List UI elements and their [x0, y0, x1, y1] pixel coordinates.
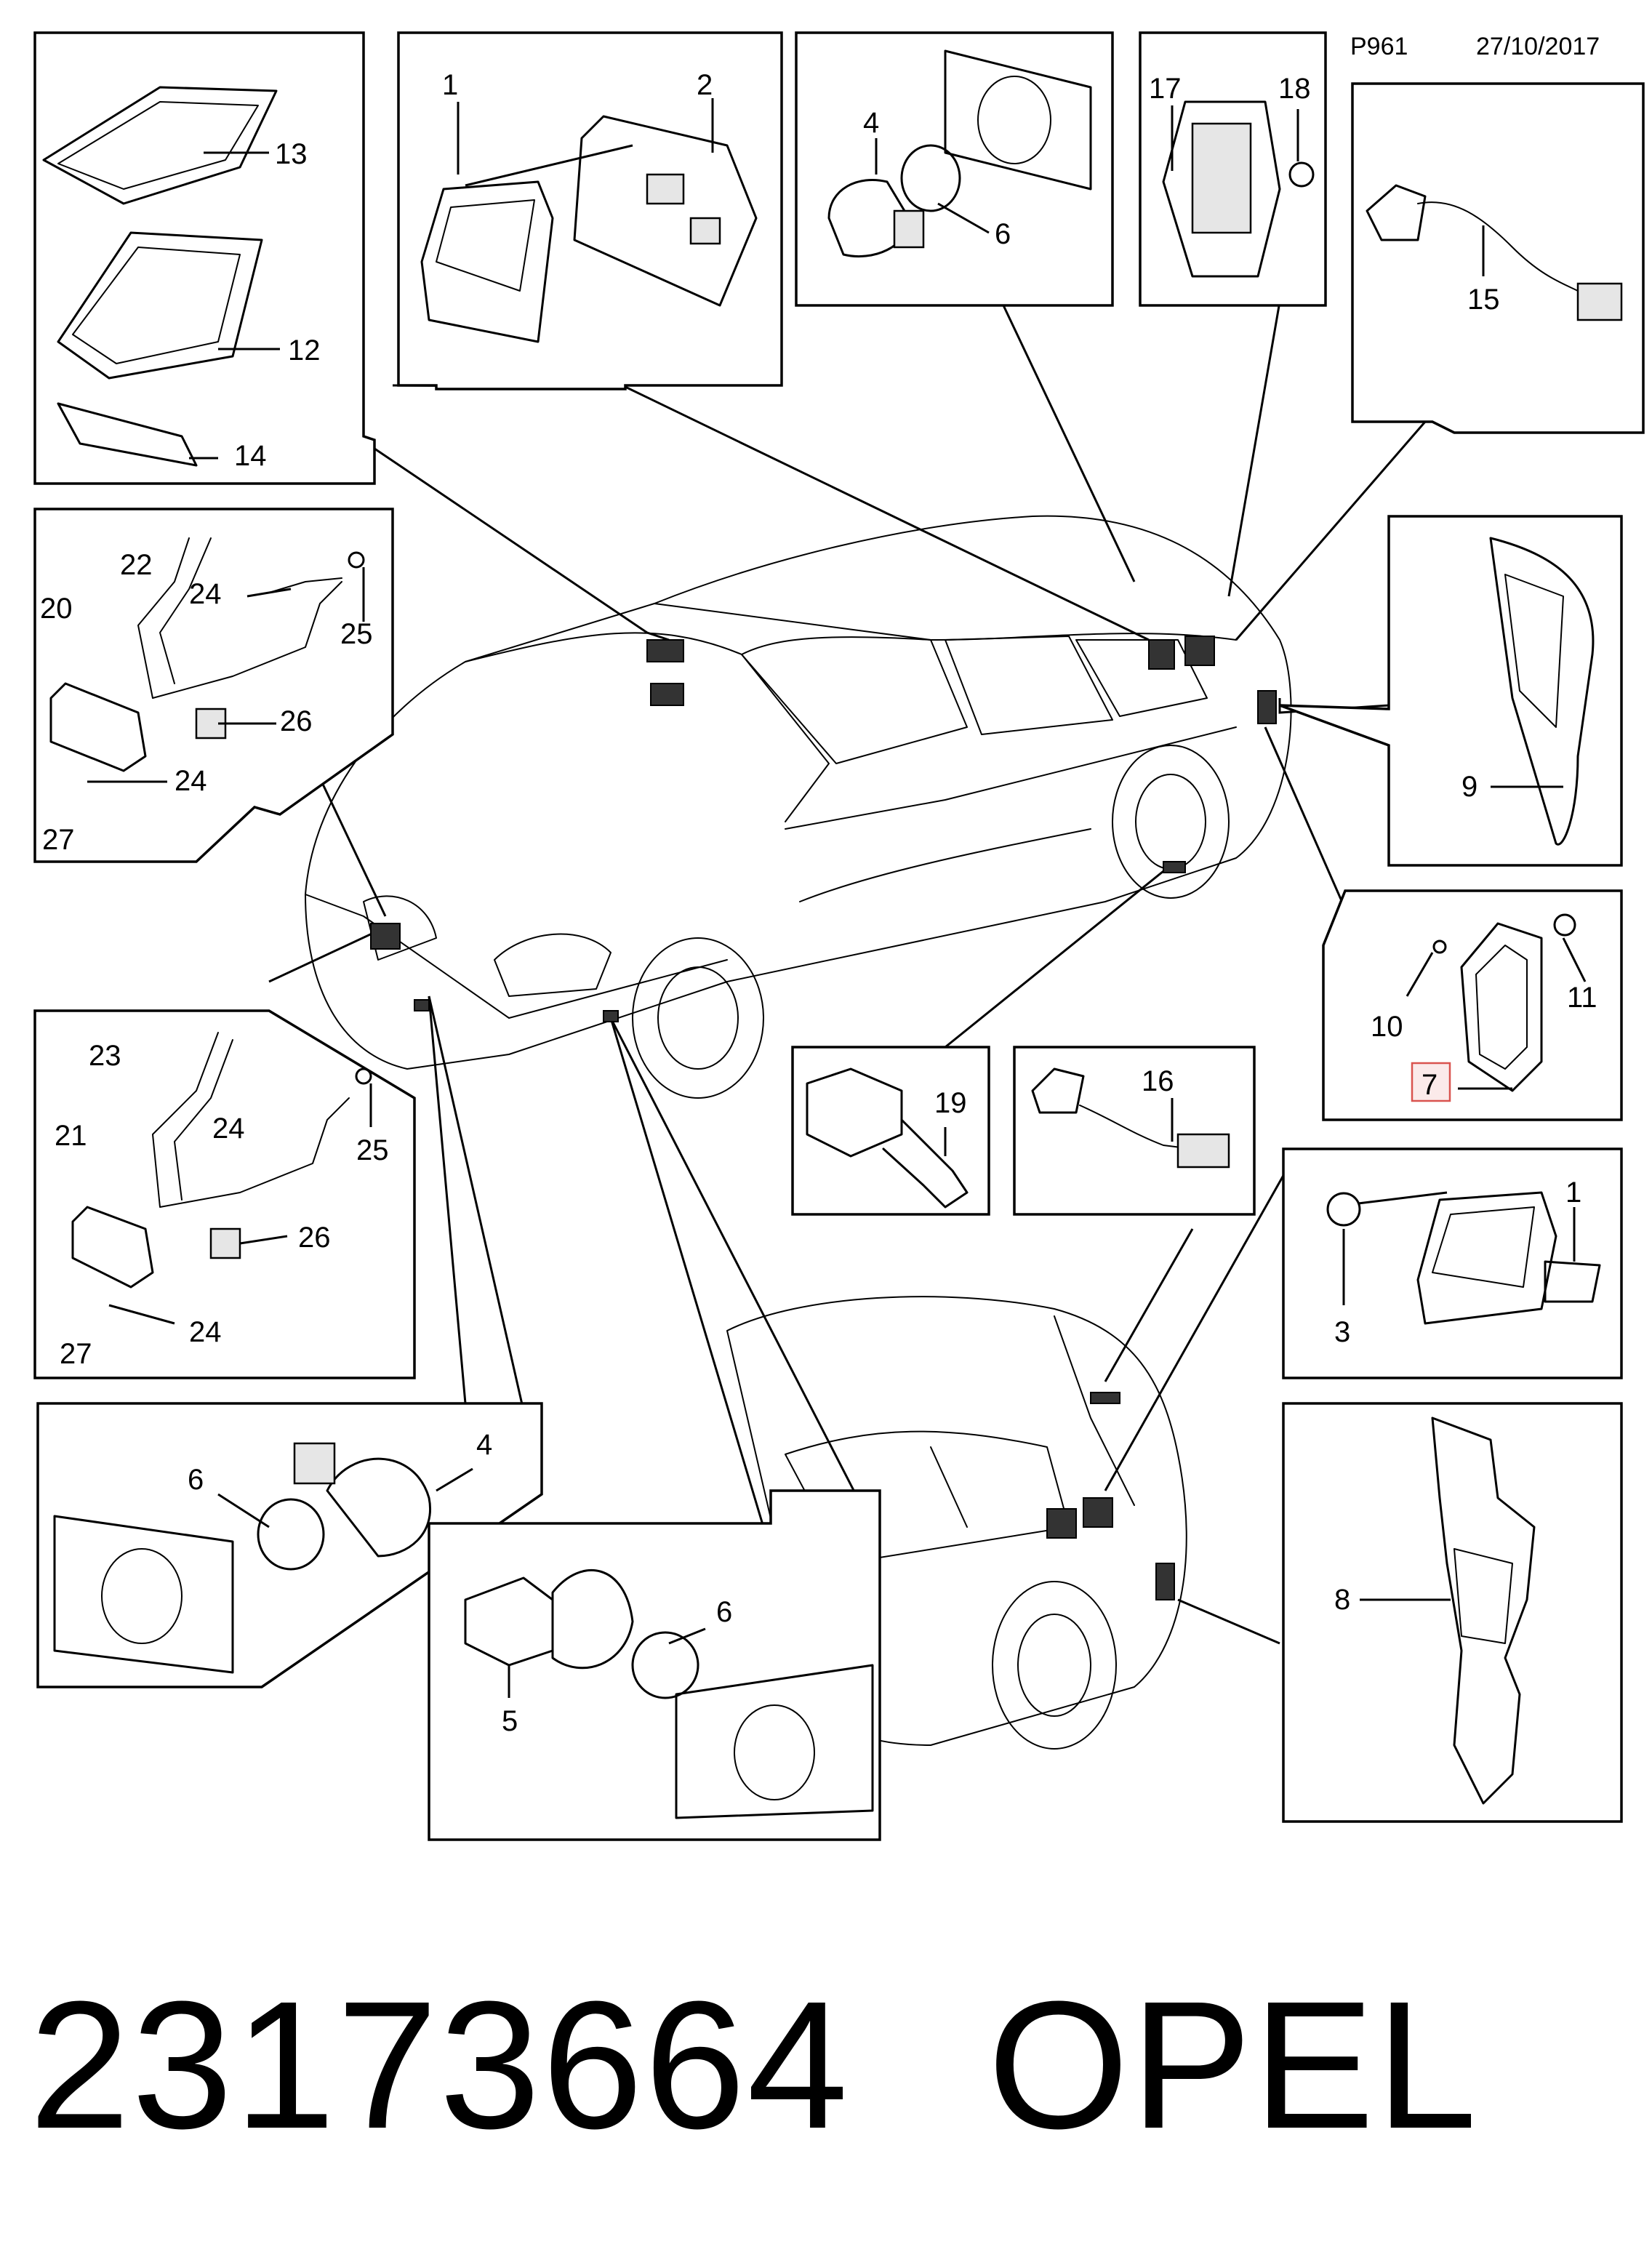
- panel-cable-16: 16: [1013, 1046, 1256, 1216]
- callout-1-right: 1: [1565, 1177, 1581, 1209]
- front-car-outline: [305, 515, 1292, 1099]
- panel-display-unit: 13 12 14: [33, 31, 376, 485]
- callout-21: 21: [55, 1120, 87, 1152]
- panel-radar-bracket-lower: 23 24 25 21 26 24 27: [33, 1009, 416, 1379]
- callout-15: 15: [1467, 284, 1500, 316]
- callout-1-top: 1: [442, 69, 458, 101]
- panel-cable-15: 15: [1351, 82, 1645, 434]
- callout-10: 10: [1371, 1011, 1403, 1043]
- callout-25-a: 25: [340, 618, 373, 650]
- callout-20: 20: [40, 593, 73, 625]
- panel-cover-8: 8: [1282, 1402, 1623, 1823]
- panel-parking-sensor-left: 6 4: [36, 1402, 543, 1688]
- callout-6-top: 6: [995, 218, 1011, 250]
- panel-module-1-3: 1 3: [1282, 1147, 1623, 1379]
- callout-6-bottom: 6: [716, 1596, 732, 1628]
- part-number: 23173664: [29, 1963, 850, 2166]
- panel-control-module: 1 2: [397, 31, 783, 390]
- callout-19: 19: [934, 1087, 967, 1119]
- callout-24-d: 24: [189, 1316, 222, 1348]
- callout-5: 5: [502, 1705, 518, 1737]
- page-code: P961: [1350, 33, 1408, 60]
- footer-part-label: 23173664 OPEL: [29, 1963, 1629, 2167]
- callout-27-a: 27: [42, 824, 75, 856]
- callout-22: 22: [120, 549, 153, 581]
- callout-24-c: 24: [212, 1113, 245, 1145]
- callout-16: 16: [1142, 1065, 1174, 1097]
- brand-name: OPEL: [987, 1963, 1479, 2166]
- callout-4-left: 4: [476, 1429, 492, 1461]
- panel-radar-bracket-upper: 22 24 25 20 26 24 27: [33, 508, 394, 863]
- callout-2: 2: [697, 69, 713, 101]
- callout-23: 23: [89, 1040, 121, 1072]
- panel-parking-sensor-bottom: 5 6: [428, 1489, 881, 1841]
- callout-6-left: 6: [188, 1464, 204, 1496]
- panel-cover-9: 9: [1279, 515, 1623, 867]
- callout-3: 3: [1334, 1316, 1350, 1348]
- callout-25-b: 25: [356, 1134, 389, 1166]
- callout-7-highlighted[interactable]: 7: [1422, 1069, 1438, 1101]
- diagram-date: 27/10/2017: [1476, 33, 1600, 60]
- panel-tpms-sensor-19: 19: [791, 1046, 990, 1216]
- callout-18: 18: [1278, 73, 1311, 105]
- callout-26-a: 26: [280, 705, 313, 737]
- callout-26-b: 26: [298, 1222, 331, 1254]
- callout-27-b: 27: [60, 1338, 92, 1370]
- panel-bracket-17-18: 17 18: [1139, 31, 1327, 307]
- panel-radar-module-7: 10 11 7: [1322, 889, 1623, 1121]
- callout-17: 17: [1149, 73, 1182, 105]
- callout-14: 14: [234, 440, 267, 472]
- callout-12: 12: [288, 334, 321, 366]
- callout-24-a: 24: [189, 578, 222, 610]
- callout-4-top: 4: [863, 107, 879, 139]
- panel-parking-sensor-top: 4 6: [795, 31, 1114, 307]
- callout-11: 11: [1567, 982, 1597, 1014]
- callout-9: 9: [1461, 771, 1477, 803]
- callout-8: 8: [1334, 1584, 1350, 1616]
- rear-car-outline: [726, 1296, 1187, 1750]
- highlight-box[interactable]: [1411, 1062, 1451, 1102]
- callout-24-b: 24: [175, 765, 207, 797]
- callout-13: 13: [275, 138, 308, 170]
